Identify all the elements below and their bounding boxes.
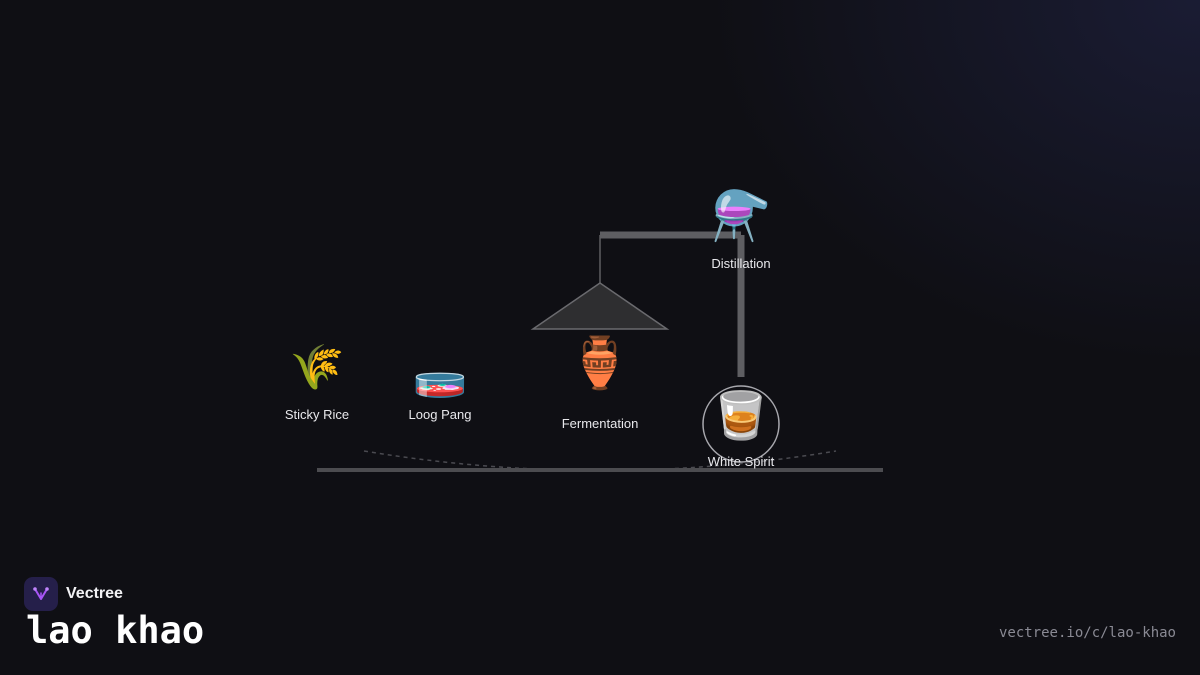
vectree-logo-icon	[24, 577, 58, 611]
brand-block: Vectree	[24, 577, 123, 611]
white-spirit-ring	[702, 385, 780, 463]
amphora-icon: 🏺	[568, 334, 632, 392]
node-label-white-spirit: White Spirit	[707, 454, 775, 469]
tumbler-glass-icon: 🥃	[712, 388, 770, 442]
source-url: vectree.io/c/lao-khao	[998, 625, 1176, 641]
petri-dish-icon: 🧫	[412, 349, 468, 400]
page-title: lao khao	[26, 609, 205, 652]
brand-name: Vectree	[66, 585, 123, 602]
node-label-sticky-rice: Sticky Rice	[284, 407, 350, 422]
node-label-distillation: Distillation	[711, 256, 771, 271]
alembic-icon: ⚗️	[711, 188, 771, 244]
dashed-arc	[363, 450, 837, 472]
wheat-sheaf-icon: 🌾	[289, 342, 345, 393]
fermentation-hood	[530, 282, 670, 330]
node-label-loog-pang: Loog Pang	[408, 407, 472, 422]
node-label-fermentation: Fermentation	[561, 416, 639, 431]
